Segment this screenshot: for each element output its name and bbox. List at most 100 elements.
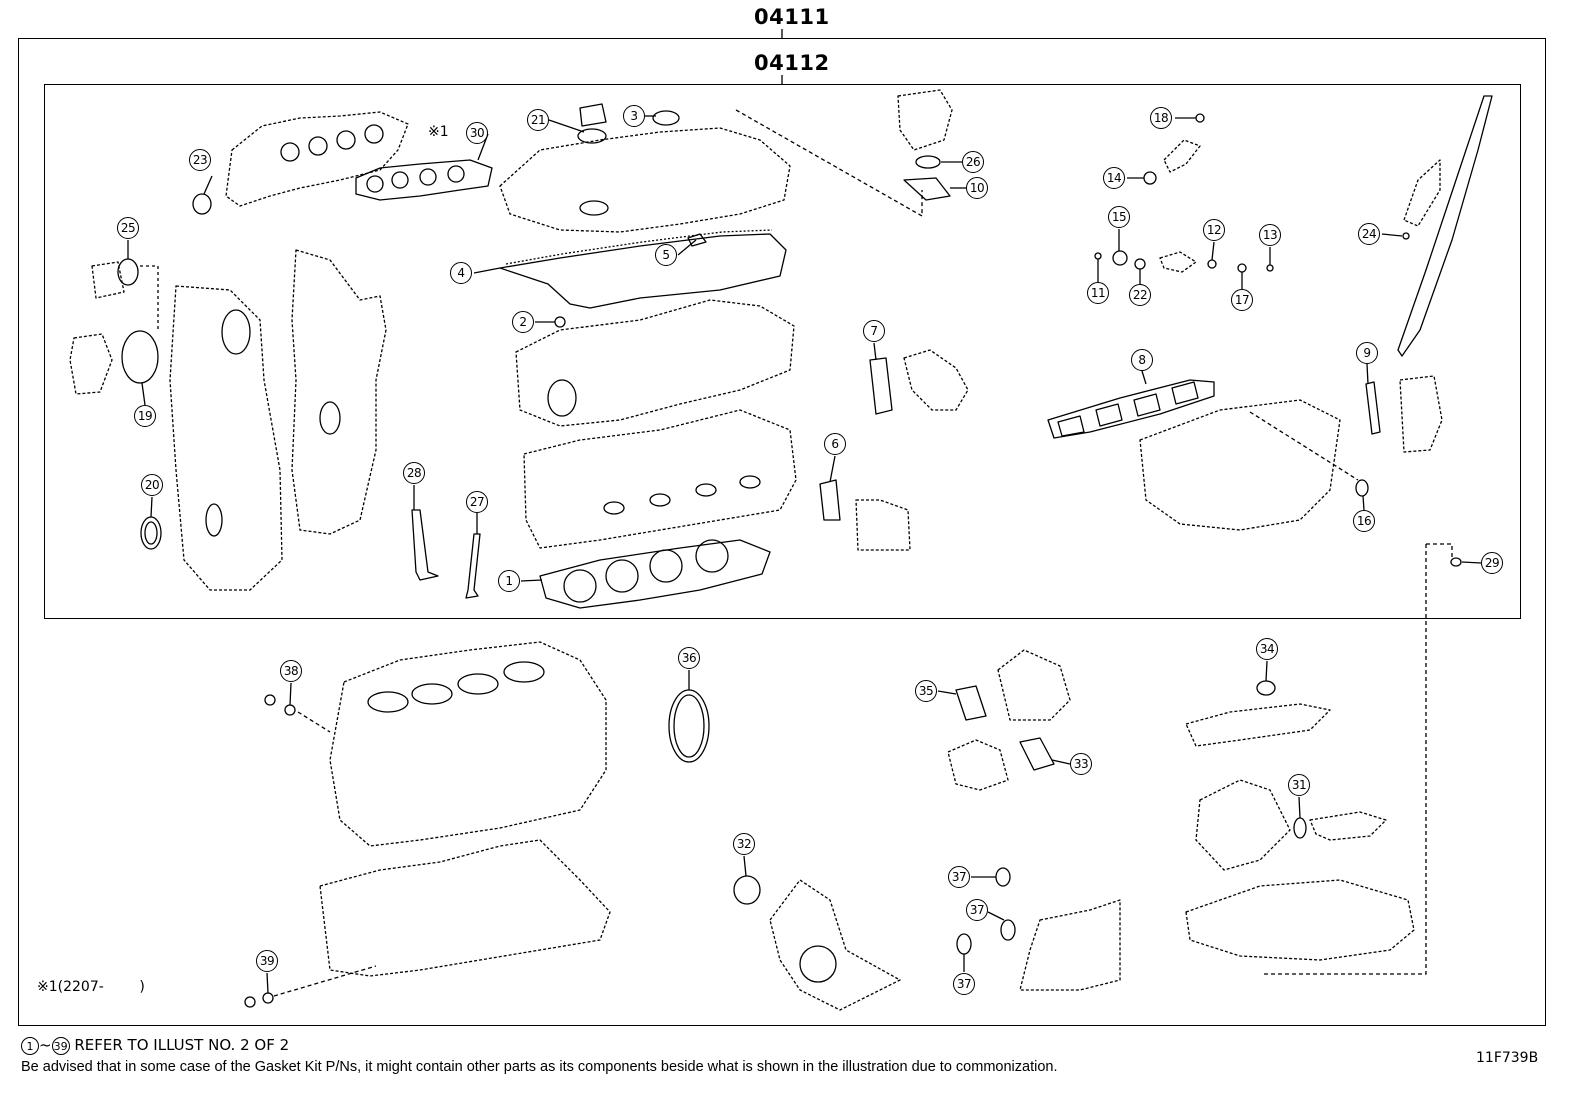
callout-21[interactable]: 21 (527, 109, 549, 131)
o-ring-26 (915, 155, 941, 169)
callout-26[interactable]: 26 (962, 151, 984, 173)
callout-33[interactable]: 33 (1070, 753, 1092, 775)
gasket-16 (1355, 479, 1369, 497)
gasket-33 (1019, 737, 1055, 771)
callout-17[interactable]: 17 (1231, 289, 1253, 311)
refer-from-callout: 1 (21, 1036, 39, 1055)
gasket-9 (1365, 381, 1381, 435)
production-note: ※1(2207- ) (37, 979, 145, 995)
advisory-text: Be advised that in some case of the Gask… (21, 1059, 1058, 1075)
gasket-32 (733, 875, 761, 905)
callout-3[interactable]: 3 (623, 105, 645, 127)
note-mark-30: ※1 (428, 124, 449, 140)
timing-case-shape (291, 249, 387, 535)
kit-04112-frame (44, 84, 1521, 619)
gasket-35 (955, 685, 987, 721)
oil-level-gauge (1397, 95, 1493, 357)
callout-24[interactable]: 24 (1358, 223, 1380, 245)
callout-5[interactable]: 5 (655, 244, 677, 266)
callout-11[interactable]: 11 (1087, 282, 1109, 304)
callout-25[interactable]: 25 (117, 217, 139, 239)
callout-29[interactable]: 29 (1481, 552, 1503, 574)
seal-23 (192, 193, 212, 215)
ring-37b (1000, 919, 1016, 941)
gasket-6 (819, 479, 841, 521)
ring-37a (995, 867, 1011, 887)
callout-39[interactable]: 39 (256, 950, 278, 972)
note-range: (2207- ) (57, 979, 145, 995)
refer-note: 1~39 REFER TO ILLUST NO. 2 OF 2 (21, 1036, 289, 1055)
gasket-7 (869, 357, 893, 415)
callout-34[interactable]: 34 (1256, 638, 1278, 660)
callout-1[interactable]: 1 (498, 570, 520, 592)
callout-13[interactable]: 13 (1259, 224, 1281, 246)
callout-15[interactable]: 15 (1108, 206, 1130, 228)
callout-37-top[interactable]: 37 (948, 866, 970, 888)
illustration-id: 11F739B (1476, 1050, 1539, 1066)
callout-16[interactable]: 16 (1353, 510, 1375, 532)
callout-37-middle[interactable]: 37 (966, 899, 988, 921)
gasket-10 (903, 177, 951, 201)
oil-cap-seal-21 (577, 128, 607, 144)
timing-chain-cover-shape (169, 285, 283, 591)
callout-7[interactable]: 7 (863, 320, 885, 342)
plug-gasket-5 (687, 233, 707, 247)
callout-8[interactable]: 8 (1131, 349, 1153, 371)
kit-number-inner: 04112 (754, 51, 830, 75)
intake-manifold-shape (1139, 399, 1341, 531)
callout-14[interactable]: 14 (1103, 167, 1125, 189)
gasket-39 (262, 992, 274, 1004)
gasket-22 (1134, 258, 1146, 270)
callout-22[interactable]: 22 (1129, 284, 1151, 306)
oil-pan-no2-shape (1185, 879, 1415, 961)
callout-31[interactable]: 31 (1288, 774, 1310, 796)
callout-20[interactable]: 20 (141, 474, 163, 496)
intake-manifold-gasket-8 (1047, 379, 1215, 439)
gasket-34 (1256, 680, 1276, 696)
refer-tilde: ~ (39, 1036, 52, 1054)
cylinder-head-gasket-1 (539, 539, 771, 609)
kit-04111-frame (18, 38, 1546, 1026)
callout-12[interactable]: 12 (1203, 219, 1225, 241)
callout-2[interactable]: 2 (512, 311, 534, 333)
head-cover-gasket-4 (499, 233, 787, 309)
seal-19 (121, 330, 159, 384)
cap-gasket-3 (652, 110, 680, 126)
callout-9[interactable]: 9 (1356, 342, 1378, 364)
valve-27 (465, 533, 481, 599)
callout-30[interactable]: 30 (466, 122, 488, 144)
manifold-port (280, 142, 300, 162)
callout-4[interactable]: 4 (450, 262, 472, 284)
callout-35[interactable]: 35 (915, 680, 937, 702)
callout-27[interactable]: 27 (466, 491, 488, 513)
callout-23[interactable]: 23 (189, 149, 211, 171)
gasket-11 (1094, 252, 1102, 260)
gasket-17 (1237, 263, 1247, 273)
cylinder-block-shape (329, 641, 607, 847)
exhaust-manifold-shape (225, 111, 409, 207)
cylinder-head-shape (523, 409, 797, 549)
plug-38 (284, 704, 296, 716)
callout-18[interactable]: 18 (1150, 107, 1172, 129)
refer-text: REFER TO ILLUST NO. 2 OF 2 (74, 1036, 290, 1054)
callout-10[interactable]: 10 (966, 177, 988, 199)
callout-38[interactable]: 38 (280, 660, 302, 682)
callout-36[interactable]: 36 (678, 647, 700, 669)
callout-19[interactable]: 19 (134, 405, 156, 427)
callout-6[interactable]: 6 (824, 433, 846, 455)
callout-32[interactable]: 32 (733, 833, 755, 855)
cylinder-head-cover-shape (499, 127, 791, 233)
o-ring-18 (1195, 113, 1205, 123)
o-ring-24 (1402, 232, 1410, 240)
gasket-31 (1293, 817, 1307, 839)
gasket-13 (1266, 264, 1274, 272)
note-symbol: ※1 (37, 979, 58, 995)
gasket-29 (1450, 557, 1462, 567)
o-ring-25 (117, 258, 139, 286)
rear-oil-seal-36 (668, 689, 710, 763)
callout-28[interactable]: 28 (403, 462, 425, 484)
callout-37-bottom[interactable]: 37 (953, 973, 975, 995)
ring-37c (956, 933, 972, 955)
camshaft-housing-shape (515, 299, 795, 427)
